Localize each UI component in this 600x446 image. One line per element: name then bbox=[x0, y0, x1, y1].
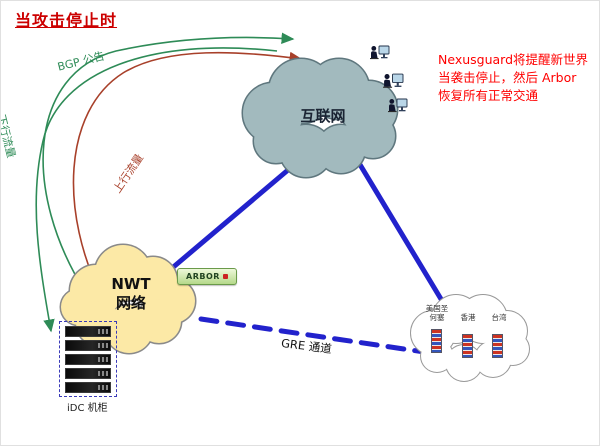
annotation-line: 恢复所有正常交通 bbox=[438, 87, 539, 103]
arbor-appliance-badge: ARBOR bbox=[177, 268, 237, 285]
idc-rack bbox=[59, 321, 117, 397]
rack-unit-icon bbox=[65, 340, 111, 351]
rack-unit-icon bbox=[65, 326, 111, 337]
upstream-traffic-arrow bbox=[72, 51, 303, 300]
site-label-hongkong: 香港 bbox=[451, 313, 485, 322]
bgp-announce-arrow bbox=[42, 32, 295, 294]
arbor-badge-label: ARBOR bbox=[186, 272, 220, 281]
rack-unit-icon bbox=[65, 382, 111, 393]
site-label-line: 香港 bbox=[460, 313, 476, 322]
link-internet-nwt bbox=[168, 156, 304, 272]
nwt-label-line1: NWT bbox=[111, 275, 151, 293]
site-label-line: 何塞 bbox=[429, 313, 445, 322]
arbor-logo-mark-icon bbox=[222, 274, 228, 279]
server-tower-icon bbox=[462, 334, 473, 358]
downstream-traffic-arrow bbox=[35, 47, 278, 333]
site-label-line: 美国圣 bbox=[425, 304, 449, 313]
site-label-taiwan: 台湾 bbox=[482, 313, 516, 322]
server-tower-icon bbox=[492, 334, 503, 358]
rack-unit-icon bbox=[65, 354, 111, 365]
rack-unit-icon bbox=[65, 368, 111, 379]
server-tower-icon bbox=[431, 329, 442, 353]
internet-cloud-label: 互联网 bbox=[300, 107, 346, 125]
page-title: 当攻击停止时 bbox=[15, 11, 118, 30]
site-label-sanjose: 美国圣 何塞 bbox=[420, 304, 454, 322]
annotation-line: 当袭击停止，然后 Arbor bbox=[438, 69, 577, 85]
site-label-line: 台湾 bbox=[491, 313, 507, 322]
annotation-text: Nexusguard将提醒新世界 当袭击停止，然后 Arbor 恢复所有正常交通 bbox=[438, 51, 598, 104]
pc-user-icon bbox=[382, 73, 404, 89]
idc-rack-label: iDC 机柜 bbox=[67, 403, 108, 414]
nwt-cloud-label: NWT 网络 bbox=[91, 275, 171, 313]
pc-user-icon bbox=[369, 45, 390, 60]
annotation-line: Nexusguard将提醒新世界 bbox=[438, 52, 589, 67]
nwt-label-line2: 网络 bbox=[115, 293, 146, 312]
link-internet-sites bbox=[350, 150, 456, 322]
gre-tunnel-line bbox=[198, 316, 434, 356]
